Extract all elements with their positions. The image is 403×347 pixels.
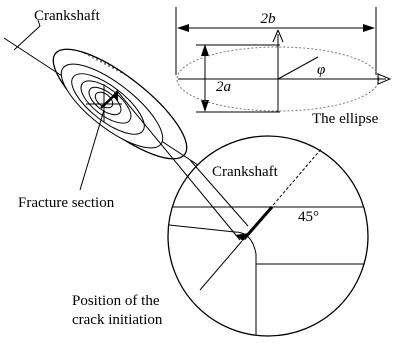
detail-circle (167, 135, 369, 337)
ellipse-label: The ellipse (312, 111, 379, 127)
connector-line (189, 159, 249, 227)
shaft-end-line (13, 25, 41, 51)
crankshaft-detail-label: Crankshaft (212, 164, 279, 180)
shaft-edge-line (37, 19, 41, 27)
crack-initiation-leader (199, 240, 243, 291)
fillet-line (168, 223, 236, 233)
arrow-right-icon (363, 24, 375, 32)
crack-line (242, 206, 274, 240)
connector-line (117, 91, 241, 241)
angle-radius-line (277, 56, 319, 80)
fracture-contour (80, 80, 132, 124)
y-axis-arrow-icon (272, 29, 284, 43)
fracture-contour (71, 73, 145, 135)
detail-view (167, 135, 369, 337)
ellipse-definition: 2b 2a φ (175, 7, 392, 113)
crankshaft-top-label: Crankshaft (34, 8, 101, 24)
angle-label: 45° (298, 209, 319, 225)
arrow-down-icon (201, 100, 209, 112)
fracture-section-label: Fracture section (18, 195, 115, 211)
x-axis-arrow-icon (377, 73, 392, 85)
fracture-contour (94, 91, 114, 109)
crack-initiation-label-line1: Position of the (72, 293, 160, 309)
crack-initiation-label-line2: crack initiation (72, 312, 163, 328)
fracture-section-shape (3, 19, 202, 166)
dimension-2b-label: 2b (261, 11, 277, 27)
arrow-up-icon (201, 44, 209, 56)
dimension-2a-label: 2a (216, 79, 231, 95)
fillet-curve (234, 231, 257, 336)
fracture-leader-line (79, 109, 105, 191)
arrow-left-icon (177, 24, 189, 32)
phi-label: φ (317, 62, 325, 78)
fracture-contour (88, 86, 122, 116)
crack-origin-arrow-icon (235, 233, 249, 241)
